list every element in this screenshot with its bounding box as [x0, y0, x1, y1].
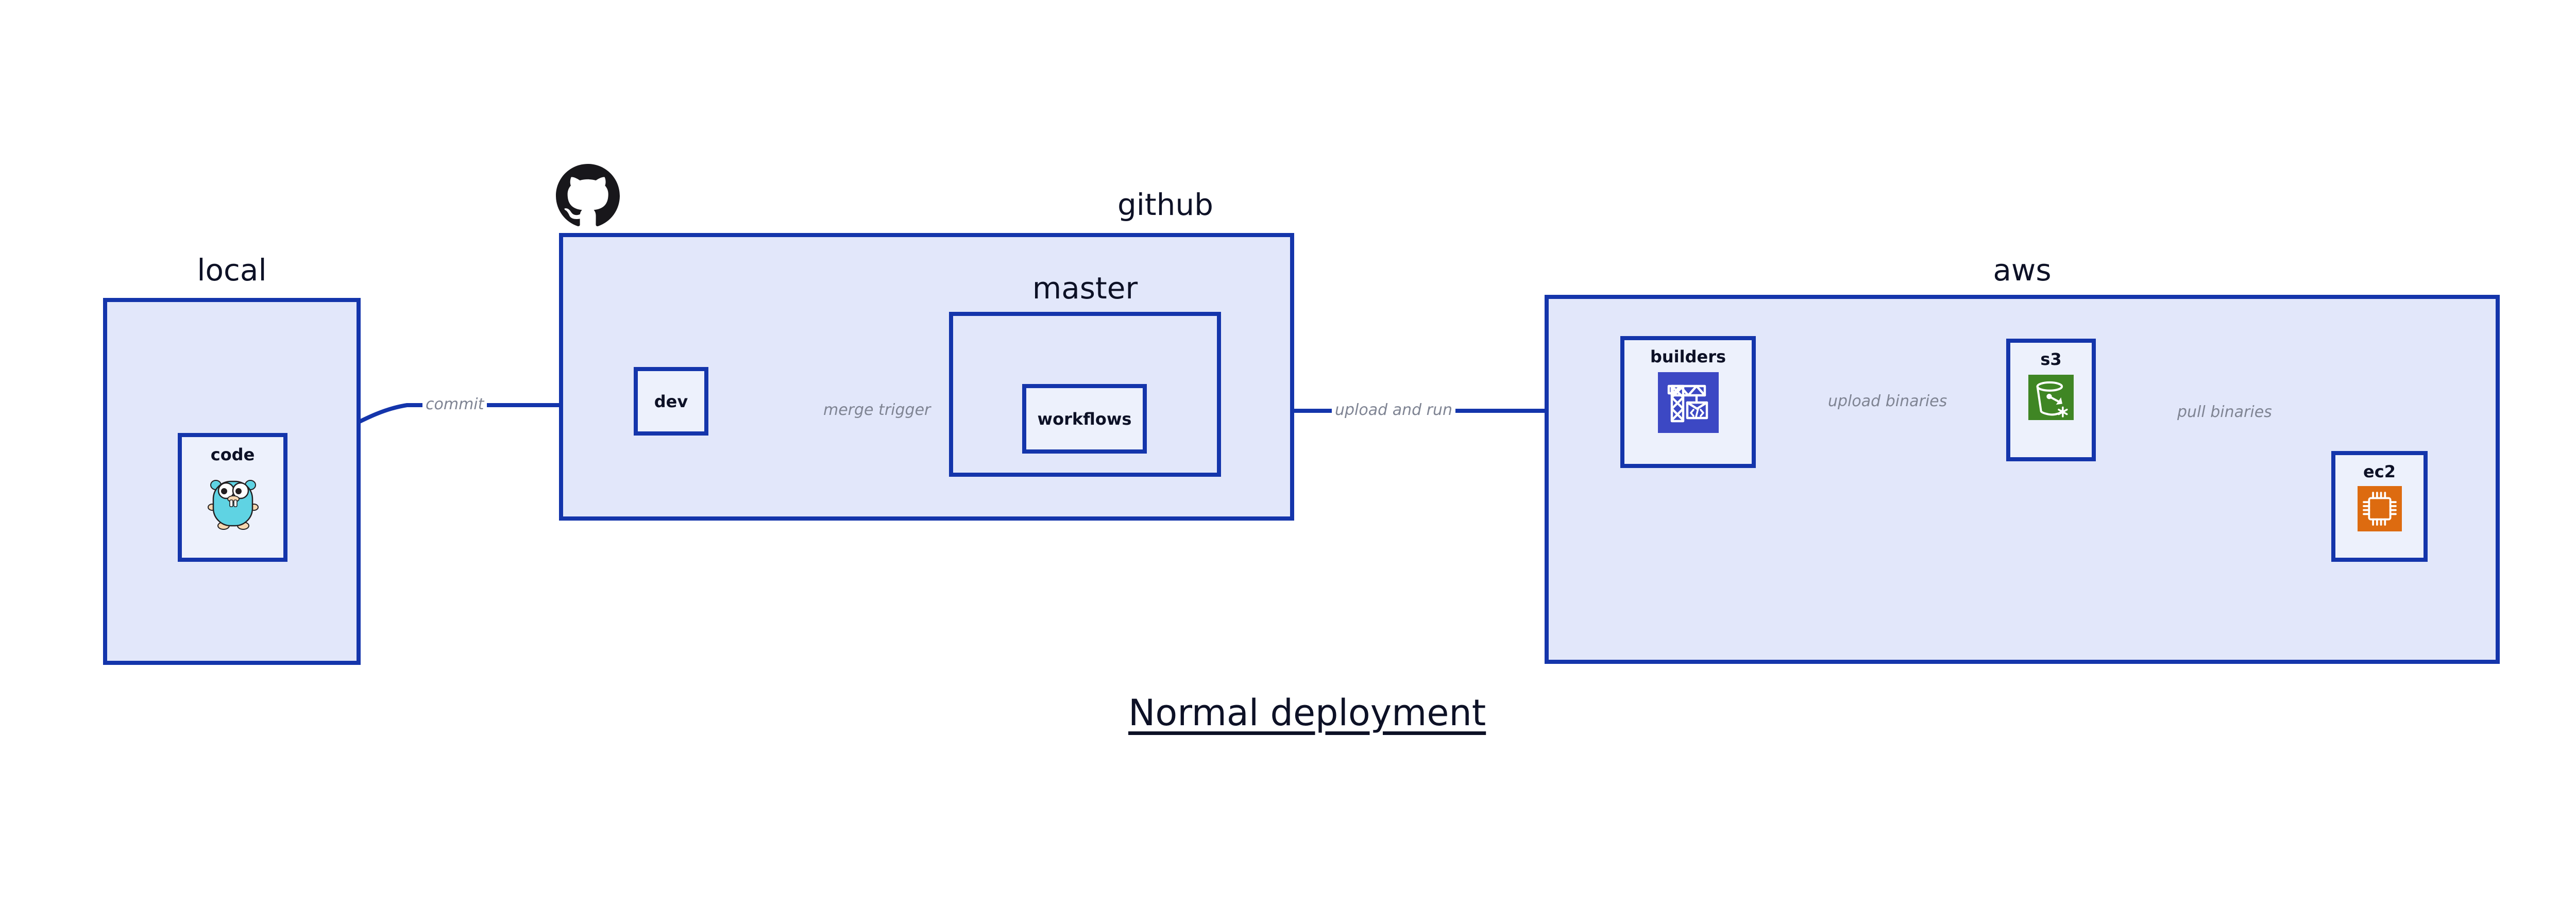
group-label-local: local: [197, 253, 267, 288]
node-workflows[interactable]: workflows: [1022, 384, 1147, 454]
group-label-aws: aws: [1993, 253, 2052, 288]
edge-label-pull-binaries: pull binaries: [2177, 403, 2272, 421]
edge-label-upload-binaries: upload binaries: [1825, 394, 1951, 409]
node-ec2[interactable]: ec2: [2331, 451, 2428, 562]
node-dev[interactable]: dev: [634, 367, 708, 436]
node-label-workflows: workflows: [1037, 409, 1132, 429]
group-label-master: master: [1032, 271, 1138, 306]
aws-ec2-chip-icon: [2357, 486, 2402, 531]
aws-codebuild-crane-icon: [1657, 372, 1719, 433]
edge-label-merge-trigger: merge trigger: [820, 403, 934, 418]
node-label-dev: dev: [654, 391, 688, 411]
edge-label-commit: commit: [422, 397, 487, 412]
group-label-github: github: [1117, 187, 1213, 222]
github-octocat-logo: [555, 164, 620, 228]
node-label-s3: s3: [2040, 349, 2062, 369]
aws-s3-bucket-icon: [2028, 375, 2074, 420]
node-label-builders: builders: [1650, 347, 1726, 366]
go-gopher-icon: [205, 468, 261, 530]
node-label-ec2: ec2: [2363, 462, 2396, 481]
node-s3[interactable]: s3: [2006, 339, 2096, 461]
edge-label-upload-and-run: upload and run: [1332, 403, 1456, 418]
page-title: Normal deployment: [1128, 692, 1486, 734]
node-code[interactable]: code: [178, 433, 287, 562]
node-builders[interactable]: builders: [1620, 336, 1756, 468]
node-label-code: code: [210, 445, 255, 464]
